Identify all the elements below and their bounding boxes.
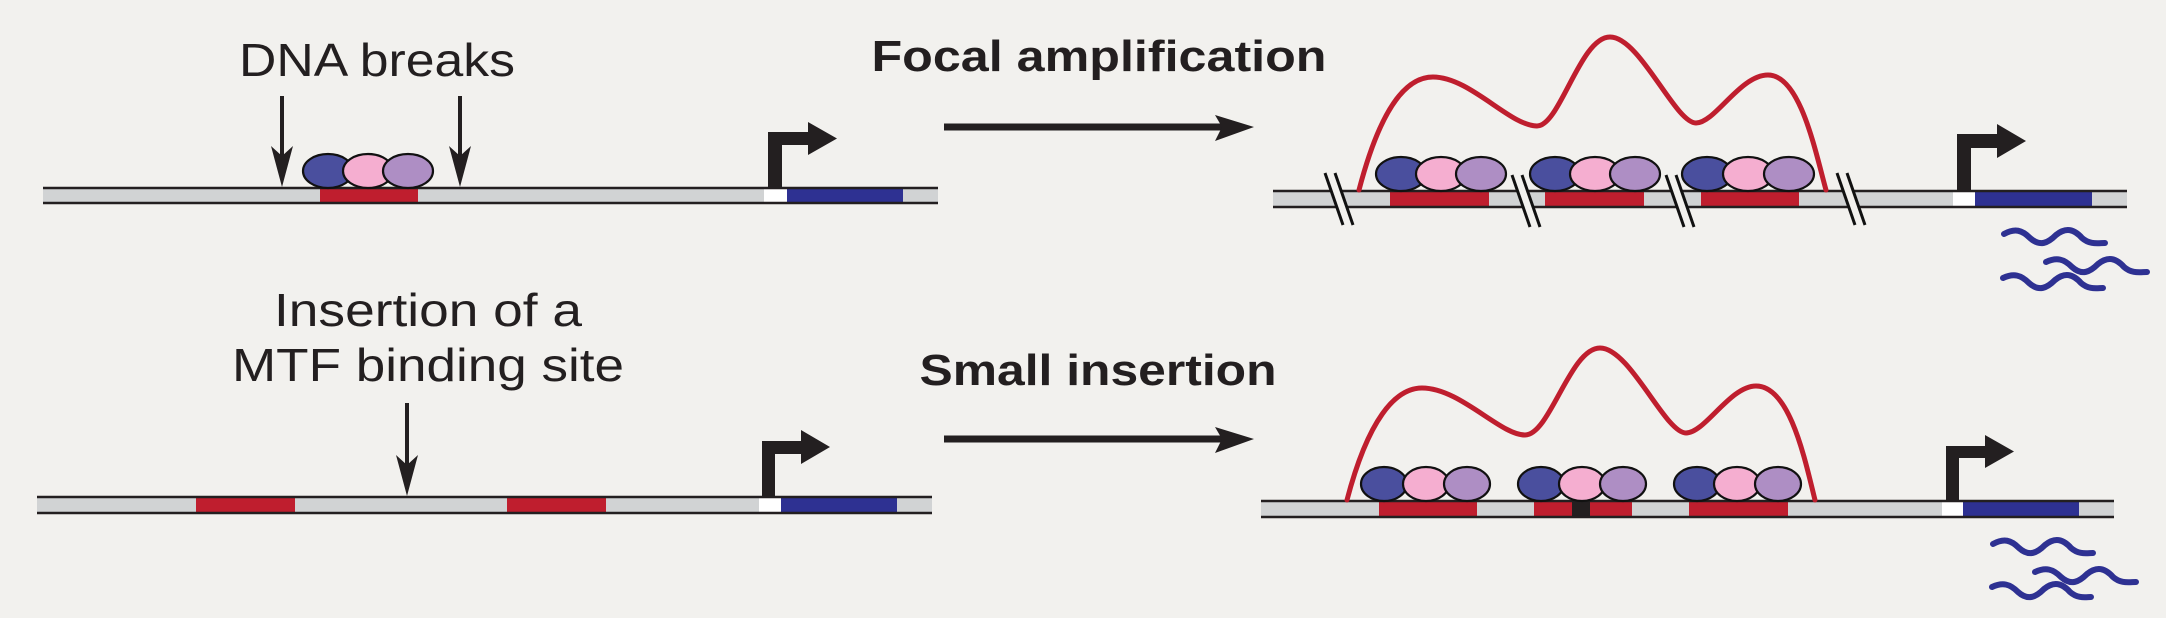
tf-cluster <box>301 152 435 190</box>
break-mark-4 <box>1835 171 1867 227</box>
bottom-transition: Small insertion <box>920 346 1277 453</box>
mtf-binding-site <box>1701 191 1799 207</box>
transcripts <box>2000 227 2150 292</box>
top-after-dna <box>1273 34 2150 292</box>
break-line <box>1333 172 1355 226</box>
top-transition: Focal amplification <box>872 32 1327 141</box>
insertion-arrow <box>396 403 418 496</box>
promoter-arrow-icon <box>768 122 837 187</box>
small-insertion-label: Small insertion <box>920 346 1277 395</box>
break-mark-1 <box>1323 171 1355 227</box>
inserted-base <box>1572 501 1590 517</box>
gene-block <box>781 497 897 513</box>
mrna-wave-icon <box>2043 256 2150 276</box>
mtf-binding-site <box>1689 501 1788 517</box>
mtf-binding-site <box>320 188 418 203</box>
promoter-arrow-icon <box>1946 435 2014 500</box>
top-row: DNA breaks <box>43 32 2150 292</box>
break-line <box>1510 174 1532 228</box>
tf-cluster <box>1516 465 1648 503</box>
tf-cluster <box>1359 465 1492 503</box>
gene-block <box>1963 501 2079 517</box>
arrow-down-icon <box>396 455 418 496</box>
arrow-down-icon <box>449 146 471 187</box>
mrna-wave-icon <box>2032 566 2139 586</box>
mtf-binding-site <box>1545 191 1644 207</box>
promoter-arrow-icon <box>762 430 830 496</box>
break-arrow-right <box>449 96 471 187</box>
mrna-wave-icon <box>1990 537 2096 557</box>
break-line <box>1520 174 1542 228</box>
break-arrow-left <box>271 96 293 187</box>
tf-purple-icon <box>381 152 435 190</box>
break-gap <box>1838 171 1864 227</box>
break-line <box>1835 172 1857 226</box>
bottom-before-dna <box>37 403 932 515</box>
tss-block <box>764 188 787 203</box>
arrow-down-icon <box>271 146 293 187</box>
promoter-arrow-icon <box>1957 124 2026 190</box>
tf-blue-icon <box>1516 465 1566 503</box>
tf-purple-icon <box>1608 155 1662 193</box>
break-line <box>1323 172 1345 226</box>
break-gap <box>1326 171 1352 227</box>
tf-pink-icon <box>1712 465 1762 503</box>
top-before-dna <box>43 96 938 205</box>
mtf-binding-site <box>1379 501 1477 517</box>
mtf-binding-site <box>507 497 606 513</box>
break-gap <box>1667 173 1693 229</box>
dna-strand <box>43 188 938 203</box>
break-line <box>1664 174 1686 228</box>
tf-cluster <box>1528 155 1662 193</box>
tf-blue-icon <box>1359 465 1409 503</box>
gene-block <box>1975 191 2092 207</box>
bottom-row: Insertion of a MTF binding site Small in… <box>37 284 2139 601</box>
tss-block <box>1942 501 1963 517</box>
mtf-binding-site <box>196 497 295 513</box>
tf-pink-icon <box>1401 465 1451 503</box>
mtf-binding-site <box>1390 191 1489 207</box>
break-line <box>1845 172 1867 226</box>
break-gap <box>1513 173 1539 229</box>
mrna-wave-icon <box>2000 272 2106 292</box>
arrow-right-icon <box>1215 427 1254 453</box>
insertion-label-line2: MTF binding site <box>232 339 624 391</box>
arrow-right-icon <box>1215 115 1254 141</box>
transcripts <box>1989 537 2139 601</box>
tf-purple-icon <box>1454 155 1508 193</box>
tf-cluster <box>1374 155 1508 193</box>
focal-amplification-label: Focal amplification <box>872 32 1327 81</box>
tf-purple-icon <box>1753 465 1803 503</box>
tf-pink-icon <box>1557 465 1607 503</box>
tss-block <box>759 497 781 513</box>
tf-cluster <box>1680 155 1816 193</box>
mrna-wave-icon <box>2001 227 2108 247</box>
bottom-after-dna <box>1261 345 2139 601</box>
tf-purple-icon <box>1762 155 1816 193</box>
dna-breaks-label: DNA breaks <box>239 34 515 86</box>
gene-block <box>787 188 903 203</box>
enhancer-signal-curve <box>1344 345 1818 503</box>
break-mark-2 <box>1510 173 1542 229</box>
tf-cluster <box>1672 465 1803 503</box>
tss-block <box>1953 191 1975 207</box>
break-mark-3 <box>1664 173 1696 229</box>
insertion-label-line1: Insertion of a <box>274 284 582 336</box>
tf-purple-icon <box>1598 465 1648 503</box>
enhancer-signal-curve <box>1356 34 1829 193</box>
mrna-wave-icon <box>1989 581 2094 601</box>
break-line <box>1674 174 1696 228</box>
tf-purple-icon <box>1442 465 1492 503</box>
